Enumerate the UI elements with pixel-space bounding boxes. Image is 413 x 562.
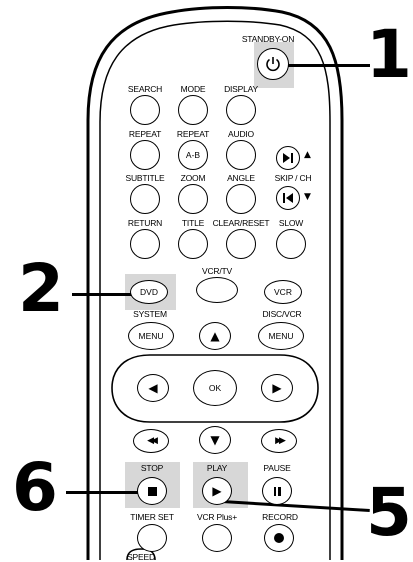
disc-vcr-menu-button[interactable]: MENU [258, 322, 304, 350]
standby-button[interactable] [257, 48, 289, 80]
vcr-plus-label: VCR Plus+ [197, 512, 237, 522]
power-icon [264, 55, 282, 73]
up-button[interactable]: ▲ [199, 322, 231, 350]
audio-label: AUDIO [228, 129, 254, 139]
title-label: TITLE [182, 218, 204, 228]
rewind-icon: ◀◀ [147, 437, 155, 446]
repeat-label: REPEAT [129, 129, 161, 139]
pause-label: PAUSE [263, 463, 290, 473]
disc-vcr-label: DISC/VCR [262, 309, 301, 319]
slow-label: SLOW [279, 218, 303, 228]
ch-up-icon: ▲ [304, 151, 311, 160]
timer-set-button[interactable] [137, 524, 167, 552]
callout-1: 1 [366, 22, 410, 88]
play-label: PLAY [207, 463, 227, 473]
return-button[interactable] [130, 229, 160, 259]
vcr-tv-button[interactable] [196, 277, 238, 303]
stop-button[interactable] [137, 477, 167, 505]
skip-forward-icon [282, 153, 294, 163]
record-label: RECORD [262, 512, 298, 522]
arrow-left-icon: ◀ [148, 382, 157, 394]
return-label: RETURN [128, 218, 162, 228]
mode-label: MODE [181, 84, 206, 94]
slow-button[interactable] [276, 229, 306, 259]
dvd-button[interactable]: DVD [130, 280, 168, 304]
skip-back-icon [282, 193, 294, 203]
clear-reset-button[interactable] [226, 229, 256, 259]
arrow-down-icon: ▼ [210, 434, 219, 446]
callout-2: 2 [18, 256, 62, 322]
left-button[interactable]: ◀ [137, 374, 169, 402]
system-menu-button[interactable]: MENU [128, 322, 174, 350]
zoom-button[interactable] [178, 184, 208, 214]
callout-2-line [72, 293, 136, 296]
search-label: SEARCH [128, 84, 162, 94]
skip-back-button[interactable] [276, 186, 300, 210]
angle-button[interactable] [226, 184, 256, 214]
mode-button[interactable] [178, 95, 208, 125]
display-label: DISPLAY [224, 84, 258, 94]
vcr-tv-label: VCR/TV [202, 266, 232, 276]
display-button[interactable] [226, 95, 256, 125]
clear-reset-label: CLEAR/RESET [213, 218, 270, 228]
fast-forward-icon: ▶▶ [275, 437, 283, 446]
system-label: SYSTEM [133, 309, 167, 319]
pause-button[interactable] [262, 477, 292, 505]
timer-set-label: TIMER SET [130, 512, 174, 522]
skip-forward-button[interactable] [276, 146, 300, 170]
search-button[interactable] [130, 95, 160, 125]
audio-button[interactable] [226, 140, 256, 170]
record-button[interactable] [264, 524, 294, 552]
down-button[interactable]: ▼ [199, 426, 231, 454]
pause-icon [274, 487, 281, 496]
play-button[interactable]: ▶ [202, 477, 232, 505]
speed-label: SPEED [127, 552, 155, 562]
callout-6: 6 [12, 455, 56, 521]
ch-down-icon: ▼ [304, 193, 311, 202]
skip-ch-label: SKIP / CH [275, 173, 312, 183]
angle-label: ANGLE [227, 173, 255, 183]
vcr-plus-button[interactable] [202, 524, 232, 552]
arrow-up-icon: ▲ [210, 330, 219, 342]
subtitle-button[interactable] [130, 184, 160, 214]
zoom-label: ZOOM [181, 173, 206, 183]
ok-button[interactable]: OK [193, 370, 237, 406]
repeat-ab-button[interactable]: A-B [178, 140, 208, 170]
callout-6-line [66, 491, 138, 494]
title-button[interactable] [178, 229, 208, 259]
repeat-ab-label: REPEAT [177, 129, 209, 139]
record-icon [274, 533, 284, 543]
stop-icon [148, 487, 157, 496]
arrow-right-icon: ▶ [272, 382, 281, 394]
vcr-button[interactable]: VCR [264, 280, 302, 304]
fast-forward-button[interactable]: ▶▶ [261, 429, 297, 453]
repeat-button[interactable] [130, 140, 160, 170]
callout-5: 5 [366, 480, 410, 546]
subtitle-label: SUBTITLE [125, 173, 164, 183]
play-icon: ▶ [212, 485, 221, 497]
stop-label: STOP [141, 463, 163, 473]
callout-1-line [282, 64, 370, 67]
rewind-button[interactable]: ◀◀ [133, 429, 169, 453]
standby-label: STANDBY-ON [242, 34, 294, 44]
right-button[interactable]: ▶ [261, 374, 293, 402]
